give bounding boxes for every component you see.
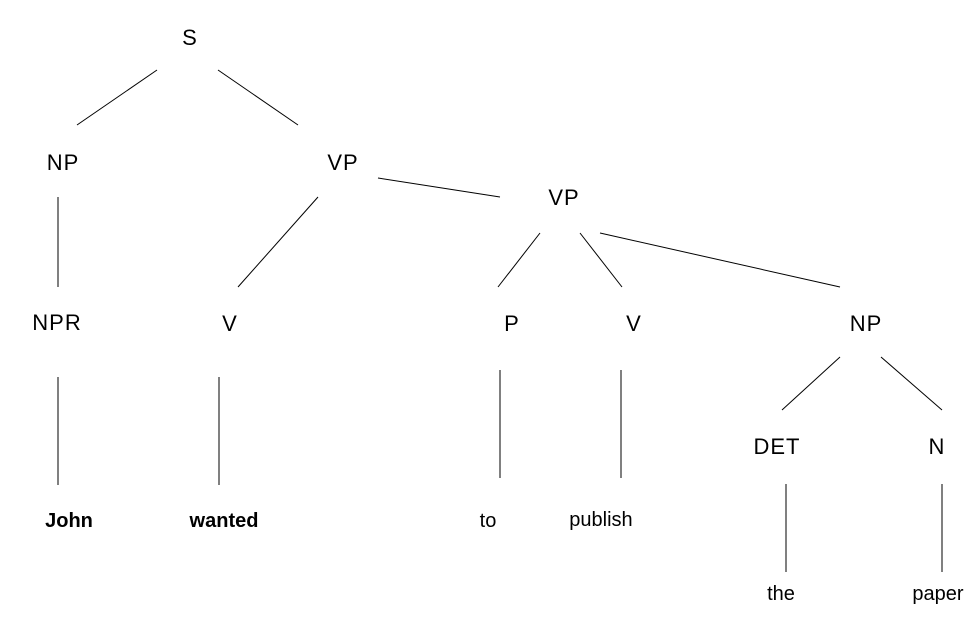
leaf-publish: publish bbox=[569, 509, 632, 531]
leaf-paper: paper bbox=[912, 583, 963, 605]
edge-s-vp bbox=[217, 69, 299, 126]
node-s: S bbox=[182, 25, 198, 50]
edge-vp-v bbox=[237, 196, 319, 288]
edge-np-n bbox=[880, 356, 943, 411]
edge-vp-p bbox=[497, 232, 541, 288]
edge-np-det bbox=[781, 356, 841, 411]
leaf-the: the bbox=[767, 583, 795, 605]
node-v-inner: V bbox=[626, 311, 642, 336]
edge-s-np bbox=[76, 69, 158, 126]
edge-vp-np bbox=[599, 232, 841, 288]
edge-vp-v2 bbox=[579, 232, 623, 288]
node-det: DET bbox=[754, 434, 801, 459]
node-p: P bbox=[504, 311, 520, 336]
node-np: NP bbox=[47, 150, 80, 175]
tree-edges bbox=[57, 69, 943, 572]
node-np-object: NP bbox=[850, 311, 883, 336]
node-vp-inner: VP bbox=[548, 185, 579, 210]
tree-leaves: John wanted to publish the paper bbox=[45, 509, 964, 605]
node-vp: VP bbox=[327, 150, 358, 175]
node-v: V bbox=[222, 311, 238, 336]
tree-nodes: S NP VP VP NPR V P V NP DET N bbox=[32, 25, 946, 459]
node-n: N bbox=[929, 434, 946, 459]
node-npr: NPR bbox=[32, 310, 81, 335]
leaf-wanted: wanted bbox=[189, 510, 259, 532]
leaf-john: John bbox=[45, 510, 93, 532]
edge-vp-vp bbox=[377, 177, 501, 198]
leaf-to: to bbox=[480, 510, 497, 532]
